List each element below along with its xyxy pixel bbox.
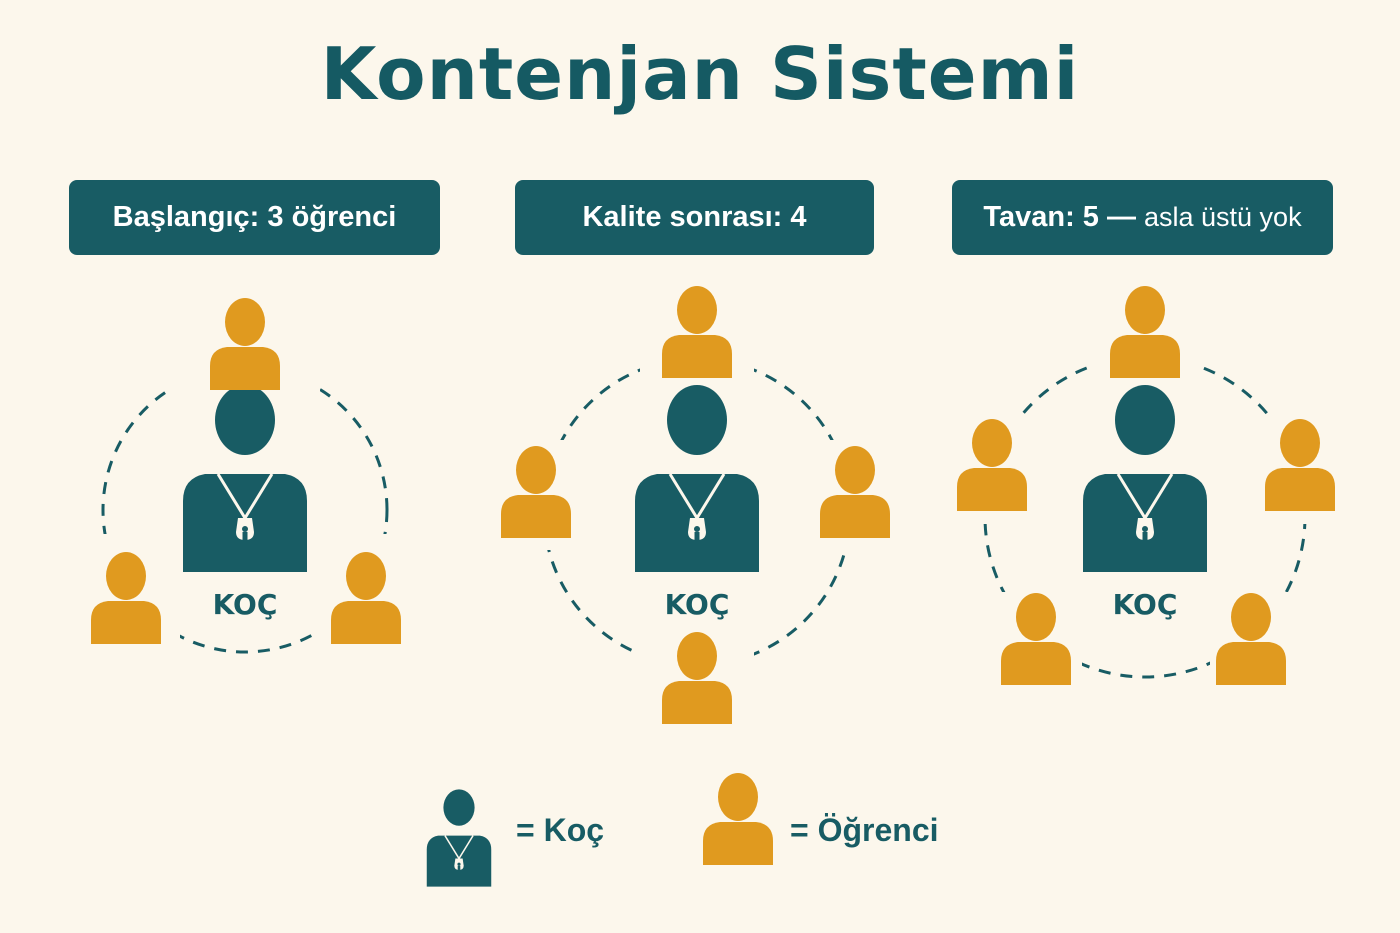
panel-1-label: Başlangıç: 3 öğrenci (69, 180, 440, 255)
legend-student-icon (703, 773, 773, 865)
coach-icon (181, 383, 309, 574)
legend-student-text: = Öğrenci (790, 812, 939, 848)
panel-3: KOÇ (950, 282, 1343, 696)
panel-3-label-note: asla üstü yok (1143, 202, 1302, 232)
legend-coach-text: = Koç (516, 812, 605, 848)
panel-3-label-text: Tavan: 5 — (983, 201, 1136, 233)
panel-2-center-label: KOÇ (665, 588, 730, 621)
coach-icon (633, 383, 761, 574)
panel-3-center-label: KOÇ (1113, 588, 1178, 621)
panel-2-label: Kalite sonrası: 4 (515, 180, 874, 255)
panel-1-label-text: Başlangıç: 3 öğrenci (112, 201, 397, 233)
panel-1-center-label: KOÇ (213, 588, 278, 621)
coach-icon (1081, 383, 1209, 574)
legend-coach-icon (425, 788, 493, 888)
panel-2: KOÇ (492, 282, 902, 732)
page-title: Kontenjan Sistemi (320, 32, 1080, 116)
panel-2-label-text: Kalite sonrası: 4 (582, 201, 807, 233)
panel-3-label: Tavan: 5 — asla üstü yok (952, 180, 1333, 255)
panel-1: KOÇ (72, 272, 420, 654)
